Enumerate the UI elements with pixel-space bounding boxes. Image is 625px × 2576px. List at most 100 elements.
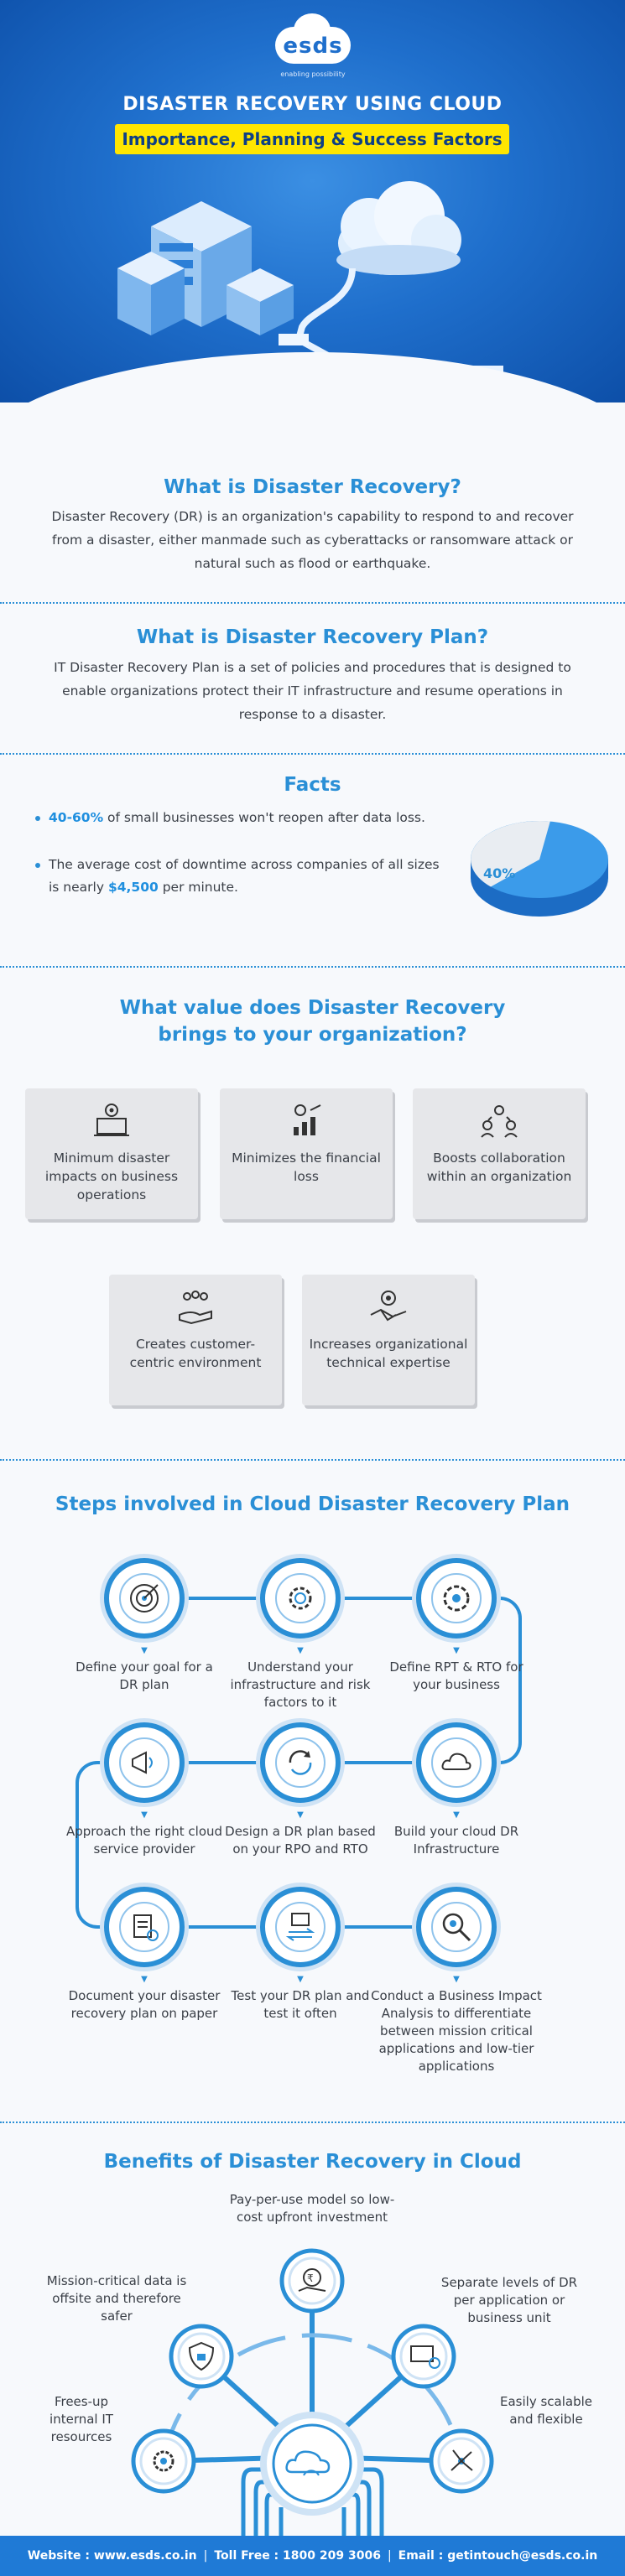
rupee-hand-icon: ₹ bbox=[279, 2248, 345, 2314]
section-divider bbox=[0, 1459, 625, 1461]
document-icon bbox=[133, 1914, 159, 1941]
section-title-value-line1: What value does Disaster Recovery bbox=[119, 997, 506, 1019]
customers-hand-icon bbox=[179, 1291, 212, 1325]
footer-website[interactable]: Website : www.esds.co.in bbox=[27, 2549, 197, 2563]
footer-email[interactable]: Email : getintouch@esds.co.in bbox=[398, 2549, 598, 2563]
svg-text:₹: ₹ bbox=[307, 2272, 314, 2284]
fact-highlight: 40-60% bbox=[49, 810, 104, 825]
cycle-gear-icon bbox=[131, 2428, 196, 2494]
value-card: Minimizes the financial loss bbox=[220, 1088, 393, 1219]
benefit-label: Separate levels of DR per application or… bbox=[440, 2275, 578, 2325]
step-1-label: Define your goal for a DR plan bbox=[76, 1659, 213, 1692]
step-8-label: Test your DR plan and test it often bbox=[231, 1988, 370, 2021]
step-4-circle bbox=[416, 1722, 497, 1803]
hero-title: DISASTER RECOVERY USING CLOUD bbox=[122, 94, 503, 115]
team-icon bbox=[481, 1105, 518, 1138]
chevron-down-icon: ▼ bbox=[297, 1975, 304, 1984]
chevron-down-icon: ▼ bbox=[141, 1646, 148, 1655]
refresh-icon bbox=[289, 1750, 312, 1775]
section-divider bbox=[0, 753, 625, 755]
section-title-what-is-drp: What is Disaster Recovery Plan? bbox=[136, 626, 489, 648]
server-cloud-illustration bbox=[117, 181, 503, 372]
value-card-label: Increases organizational technical exper… bbox=[309, 1337, 468, 1370]
section-title-value-line2: brings to your organization? bbox=[158, 1024, 467, 1046]
chevron-down-icon: ▼ bbox=[453, 1646, 460, 1655]
cloud-icon bbox=[336, 181, 461, 275]
network-icon bbox=[429, 2428, 494, 2494]
benefit-label: Mission-critical data is offsite and the… bbox=[46, 2273, 187, 2324]
bullet-icon bbox=[35, 816, 40, 821]
step-7-circle bbox=[104, 1887, 185, 1967]
fact-item: 40-60% of small businesses won't reopen … bbox=[35, 807, 443, 829]
footer-tollfree[interactable]: Toll Free : 1800 209 3006 bbox=[214, 2549, 381, 2563]
coins-chart-icon bbox=[294, 1104, 321, 1135]
shield-icon bbox=[169, 2324, 234, 2389]
fact-text: per minute. bbox=[158, 880, 238, 895]
pie-chart: 40% bbox=[471, 821, 608, 917]
chevron-down-icon: ▼ bbox=[141, 1975, 148, 1984]
settings-icon bbox=[443, 1585, 470, 1612]
magnifier-icon bbox=[442, 1913, 471, 1942]
gear-icon bbox=[289, 1587, 312, 1610]
section-divider bbox=[0, 966, 625, 968]
value-card: Minimum disaster impacts on business ope… bbox=[25, 1088, 198, 1219]
fact-text: The average cost of downtime across comp… bbox=[49, 857, 440, 895]
target-icon bbox=[130, 1584, 159, 1613]
logo-text: esds bbox=[283, 34, 343, 59]
benefit-label: Pay-per-use model so low-cost upfront in… bbox=[229, 2192, 395, 2225]
step-9-label: Conduct a Business Impact Analysis to di… bbox=[371, 1988, 542, 2074]
logo-tagline: enabling possibility bbox=[280, 70, 346, 78]
test-arrows-icon bbox=[285, 1913, 315, 1941]
value-card-label: Minimizes the financial loss bbox=[232, 1150, 381, 1184]
value-card-label: Minimum disaster impacts on business ope… bbox=[44, 1150, 179, 1202]
cloud-sync-icon bbox=[260, 2412, 364, 2516]
chevron-down-icon: ▼ bbox=[297, 1646, 304, 1655]
step-2-circle bbox=[260, 1558, 341, 1639]
section-divider bbox=[0, 2122, 625, 2123]
step-7-label: Document your disaster recovery plan on … bbox=[68, 1988, 221, 2021]
step-2-label: Understand your infrastructure and risk … bbox=[230, 1659, 371, 1710]
cloud-icon bbox=[441, 1753, 471, 1770]
fact-highlight: $4,500 bbox=[107, 880, 159, 895]
step-6-circle bbox=[104, 1722, 185, 1803]
value-card-label: Creates customer-centric environment bbox=[129, 1337, 262, 1370]
step-4-label: Build your cloud DR Infrastructure bbox=[393, 1824, 519, 1857]
footer-bar: Website : www.esds.co.in|Toll Free : 180… bbox=[0, 2536, 625, 2576]
step-3-label: Define RPT & RTO for your business bbox=[389, 1659, 523, 1692]
benefit-label: Easily scalable and flexible bbox=[500, 2394, 592, 2427]
section-title-steps: Steps involved in Cloud Disaster Recover… bbox=[55, 1493, 570, 1515]
pie-slice-40 bbox=[471, 821, 550, 887]
value-card: Boosts collaboration within an organizat… bbox=[413, 1088, 586, 1219]
step-8-circle bbox=[260, 1887, 341, 1967]
server-stack-icon bbox=[117, 201, 309, 345]
value-card: Increases organizational technical exper… bbox=[302, 1275, 475, 1405]
pie-label: 40% bbox=[483, 865, 515, 881]
fact-text: of small businesses won't reopen after d… bbox=[103, 810, 425, 825]
step-5-circle bbox=[260, 1722, 341, 1803]
value-card-label: Boosts collaboration within an organizat… bbox=[426, 1150, 572, 1184]
section-divider bbox=[0, 602, 625, 604]
section-title-benefits: Benefits of Disaster Recovery in Cloud bbox=[103, 2151, 522, 2173]
section-title-facts: Facts bbox=[284, 774, 341, 796]
chevron-down-icon: ▼ bbox=[297, 1810, 304, 1820]
step-1-circle bbox=[104, 1558, 185, 1639]
step-9-circle bbox=[416, 1887, 497, 1967]
benefit-label: Frees-up internal IT resources bbox=[49, 2394, 113, 2444]
what-is-drp-text: IT Disaster Recovery Plan is a set of po… bbox=[54, 660, 571, 722]
handshake-gear-icon bbox=[370, 1291, 407, 1322]
hero-subtitle: Importance, Planning & Success Factors bbox=[115, 124, 509, 154]
esds-logo: esds enabling possibility bbox=[267, 13, 359, 82]
step-6-label: Approach the right cloud service provide… bbox=[65, 1824, 223, 1857]
section-title-what-is-dr: What is Disaster Recovery? bbox=[164, 476, 461, 498]
step-5-label: Design a DR plan based on your RPO and R… bbox=[225, 1824, 376, 1857]
gears-laptop-icon bbox=[94, 1104, 129, 1136]
megaphone-icon bbox=[132, 1751, 153, 1774]
value-card: Creates customer-centric environment bbox=[109, 1275, 282, 1405]
step-3-circle bbox=[416, 1558, 497, 1639]
fact-item: The average cost of downtime across comp… bbox=[35, 854, 443, 899]
what-is-dr-text: Disaster Recovery (DR) is an organizatio… bbox=[51, 509, 574, 571]
chevron-down-icon: ▼ bbox=[453, 1810, 460, 1820]
chevron-down-icon: ▼ bbox=[453, 1975, 460, 1984]
hero-banner: esds enabling possibility DISASTER RECOV… bbox=[0, 0, 625, 402]
